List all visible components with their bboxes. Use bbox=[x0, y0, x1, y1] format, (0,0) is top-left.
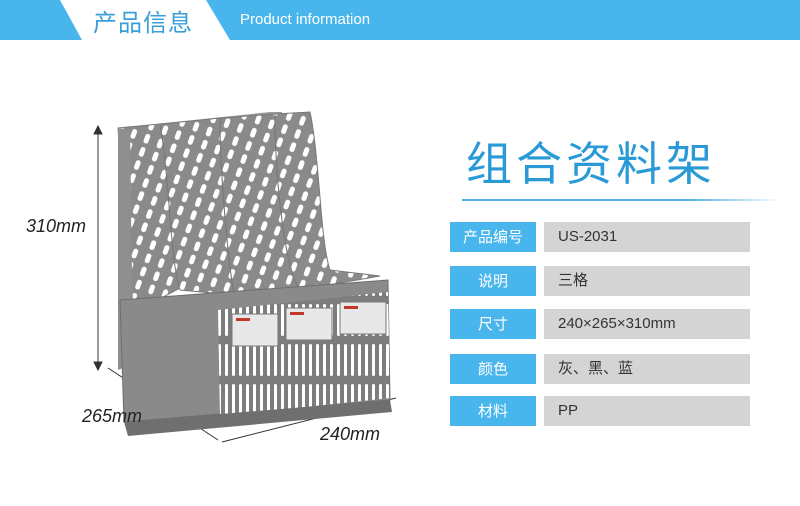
product-image: 310mm 265mm 240mm bbox=[20, 100, 420, 460]
spec-label: 说明 bbox=[450, 266, 536, 296]
header-banner bbox=[0, 0, 800, 40]
spec-row-code: 产品编号 US-2031 bbox=[450, 222, 750, 252]
spec-row-size: 尺寸 240×265×310mm bbox=[450, 309, 750, 339]
spec-label: 产品编号 bbox=[450, 222, 536, 252]
spec-label: 材料 bbox=[450, 396, 536, 426]
dimension-depth: 265mm bbox=[82, 406, 143, 426]
spec-value: US-2031 bbox=[544, 222, 750, 252]
section-title-zh: 产品信息 bbox=[93, 9, 193, 37]
section-title-en: Product information bbox=[240, 11, 371, 28]
spec-value: PP bbox=[544, 396, 750, 426]
file-rack-image bbox=[93, 111, 397, 443]
spec-value: 灰、黑、蓝 bbox=[544, 354, 750, 384]
dimension-width: 240mm bbox=[320, 424, 381, 444]
dimension-height: 310mm bbox=[26, 216, 87, 236]
spec-row-description: 说明 三格 bbox=[450, 266, 750, 296]
section-header: 产品信息 Product information bbox=[0, 0, 800, 40]
spec-label: 尺寸 bbox=[450, 309, 536, 339]
spec-label: 颜色 bbox=[450, 354, 536, 384]
title-underline bbox=[462, 199, 782, 201]
product-title: 组合资料架 bbox=[466, 137, 716, 191]
spec-value: 三格 bbox=[544, 266, 750, 296]
spec-row-material: 材料 PP bbox=[450, 396, 750, 426]
spec-value: 240×265×310mm bbox=[544, 309, 750, 339]
spec-row-color: 颜色 灰、黑、蓝 bbox=[450, 354, 750, 384]
